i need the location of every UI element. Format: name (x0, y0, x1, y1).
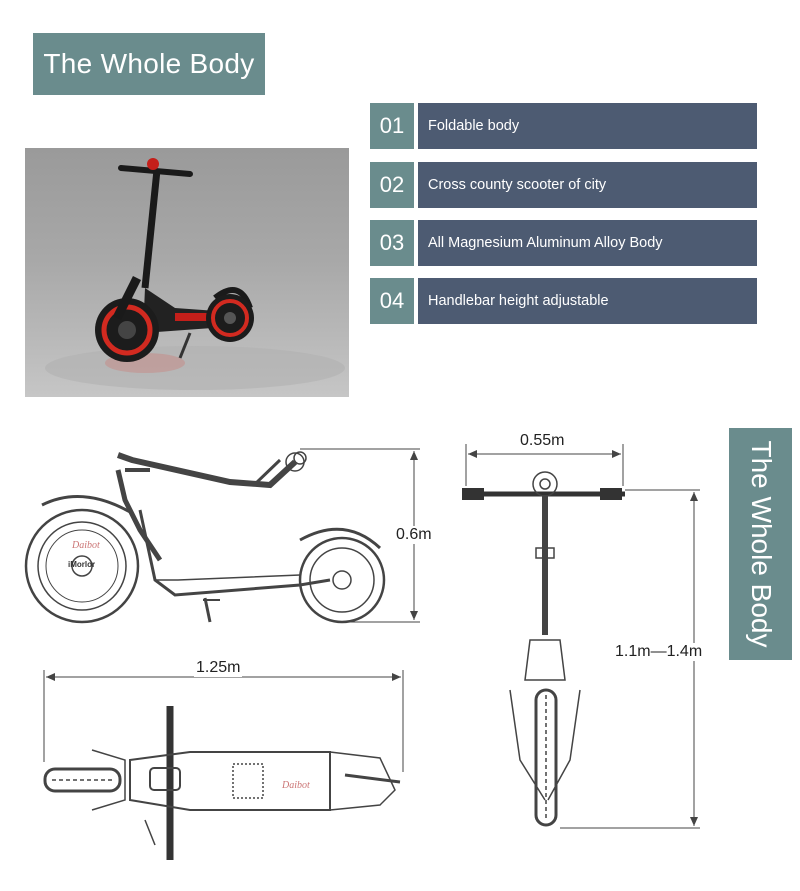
feature-row: 04 Handlebar height adjustable (370, 278, 757, 324)
side-title-banner: The Whole Body (729, 428, 792, 660)
feature-row: 02 Cross county scooter of city (370, 162, 757, 208)
watermark-side: Daibot (72, 540, 100, 551)
feature-label: All Magnesium Aluminum Alloy Body (418, 220, 757, 266)
side-title: The Whole Body (745, 440, 777, 648)
feature-label: Handlebar height adjustable (418, 278, 757, 324)
feature-number: 02 (370, 162, 414, 208)
scooter-photo (25, 148, 349, 397)
dimension-width-label: 0.55m (518, 432, 567, 450)
side-view-drawing (24, 451, 386, 624)
top-view-drawing (43, 706, 401, 860)
page-title: The Whole Body (33, 33, 265, 95)
feature-label: Foldable body (418, 103, 757, 149)
scooter-render-image (45, 158, 345, 390)
dimension-length-label: 1.25m (194, 659, 243, 677)
feature-number: 01 (370, 103, 414, 149)
feature-row: 03 All Magnesium Aluminum Alloy Body (370, 220, 757, 266)
feature-number: 04 (370, 278, 414, 324)
dimension-adjustable-height-label: 1.1m—1.4m (613, 643, 705, 661)
dimension-height-label: 0.6m (394, 526, 434, 544)
feature-number: 03 (370, 220, 414, 266)
dimension-lines (43, 444, 700, 829)
front-view-drawing (462, 471, 625, 827)
wheel-brand-label: iMorlor (68, 560, 96, 569)
feature-row: 01 Foldable body (370, 103, 757, 149)
feature-label: Cross county scooter of city (418, 162, 757, 208)
watermark-top: Daibot (282, 780, 310, 791)
